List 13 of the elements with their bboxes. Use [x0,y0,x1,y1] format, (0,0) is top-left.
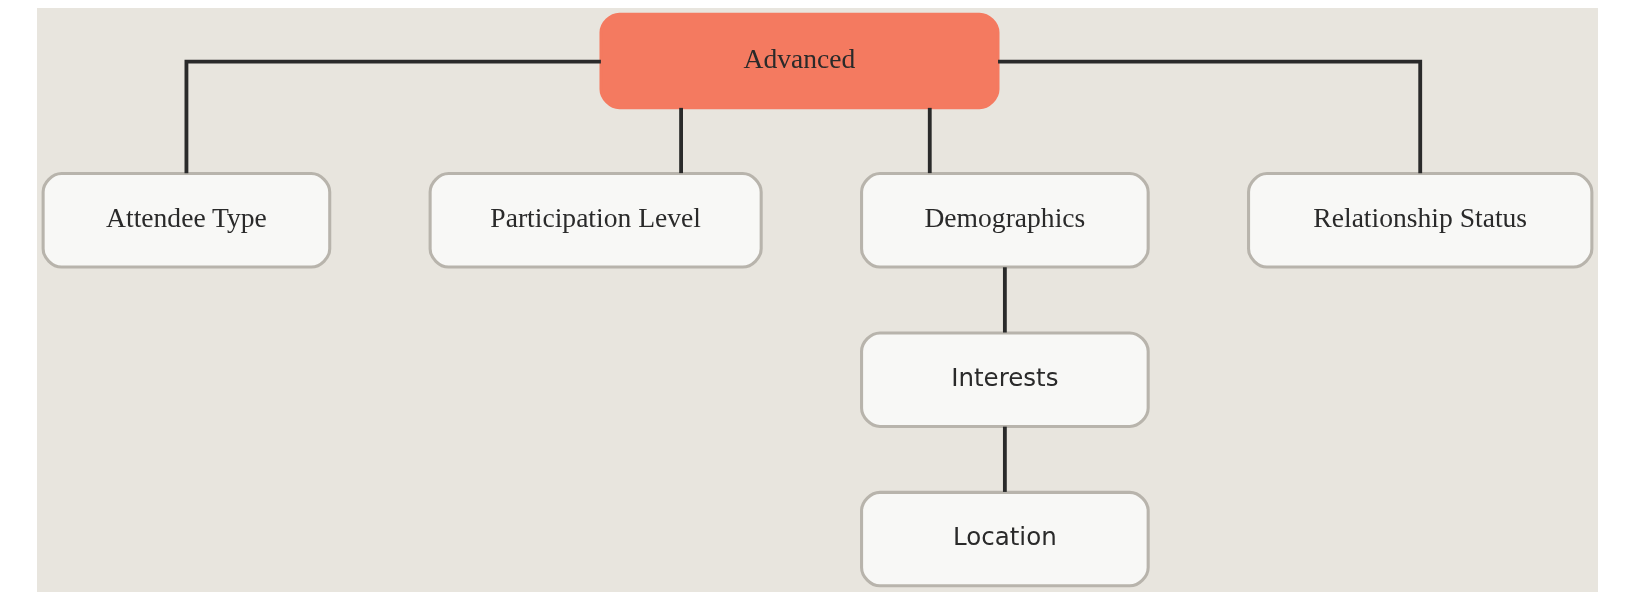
node-box: Demographics [860,172,1150,269]
node-box: Location [860,490,1150,588]
connector [998,59,1423,174]
connector [679,107,683,174]
connector [1002,267,1007,333]
connector [927,107,932,174]
connector [184,59,601,174]
node-box: Attendee Type [41,172,332,269]
node-box: Advanced [599,12,1000,110]
node-box: Participation Level [428,172,763,269]
connector [1002,426,1007,492]
node-box: Relationship Status [1247,172,1594,269]
node-box: Interests [860,331,1150,428]
